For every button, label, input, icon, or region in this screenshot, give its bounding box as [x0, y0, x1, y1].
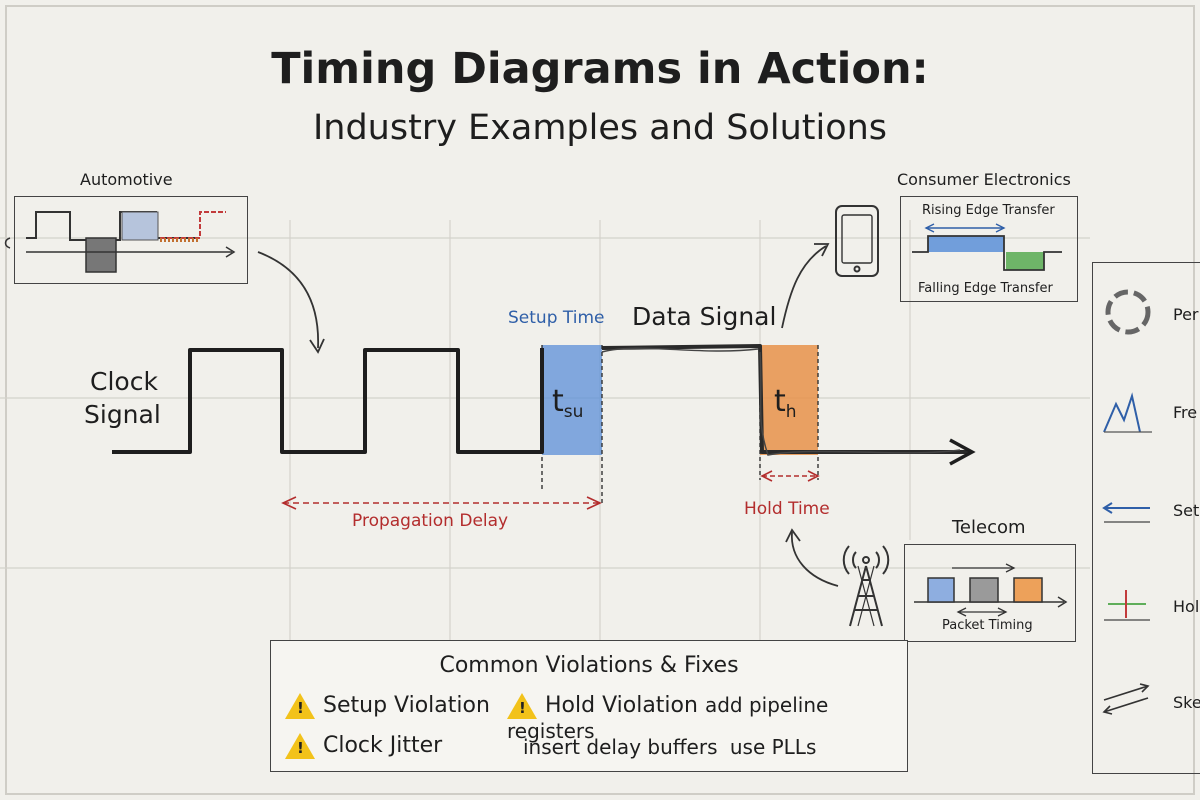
automotive-arrow	[257, 251, 319, 349]
phone-icon	[835, 205, 879, 277]
frequency-icon	[1103, 392, 1141, 433]
skew-legend-icon	[1102, 683, 1150, 715]
setup-time-label: Setup Time	[508, 308, 605, 328]
clock-jitter-item: Clock Jitter	[285, 733, 442, 759]
telecom-panel	[904, 544, 1076, 642]
cell-tower-icon	[842, 545, 890, 627]
setup-violation-text: Setup Violation	[323, 693, 490, 718]
legend-frequency: Fre	[1173, 403, 1198, 422]
clock-waveform	[112, 348, 544, 454]
telecom-label: Telecom	[952, 517, 1026, 538]
consumer-mini-waveform	[912, 223, 1062, 271]
propagation-delay-label: Propagation Delay	[352, 511, 509, 531]
data-signal-label: Data Signal	[632, 302, 777, 331]
setup-time-region	[542, 345, 602, 455]
hold-violation-text: Hold Violation	[545, 693, 698, 718]
warning-icon	[285, 733, 315, 759]
warning-icon	[507, 693, 537, 719]
packet-timing-label: Packet Timing	[942, 618, 1033, 633]
propagation-delay-marker	[281, 496, 602, 510]
legend-period: Per	[1173, 305, 1199, 324]
falling-edge-label: Falling Edge Transfer	[918, 281, 1053, 296]
clock-signal-label-line2: Signal	[84, 400, 161, 429]
hold-time-marker	[760, 470, 820, 482]
clock-jitter-text: Clock Jitter	[323, 733, 443, 758]
background-grid	[0, 220, 1090, 640]
tsu-symbol: tsu	[552, 384, 583, 422]
th-main: t	[774, 384, 786, 419]
th-symbol: th	[774, 384, 797, 422]
legend-panel: Per Fre Set Hol Ske	[1092, 262, 1200, 774]
automotive-panel	[14, 196, 248, 284]
consumer-electronics-label: Consumer Electronics	[897, 170, 1071, 189]
legend-skew: Ske	[1173, 693, 1200, 712]
violations-title: Common Violations & Fixes	[439, 653, 739, 678]
rising-edge-label: Rising Edge Transfer	[922, 203, 1055, 218]
hold-violation-item: Hold Violation add pipeline registers	[507, 693, 907, 744]
page-subtitle: Industry Examples and Solutions	[312, 108, 888, 148]
tsu-subscript: su	[563, 402, 584, 422]
legend-hold: Hol	[1173, 597, 1200, 616]
violations-panel: Common Violations & Fixes Setup Violatio…	[270, 640, 908, 772]
telecom-mini-packets	[914, 563, 1068, 617]
legend-setup: Set	[1173, 501, 1200, 520]
hold-time-region	[760, 345, 818, 455]
fix-pipeline-text: add pipeline registers	[507, 693, 829, 743]
fixes-row: insert delay buffers use PLLs	[523, 735, 816, 759]
fix-pll-text: use PLLs	[729, 735, 817, 759]
data-arrowhead	[949, 438, 976, 466]
page-title: Timing Diagrams in Action:	[271, 44, 929, 94]
consumer-electronics-panel	[900, 196, 1078, 302]
setup-legend-icon	[1102, 502, 1150, 523]
warning-icon	[285, 693, 315, 719]
hold-legend-icon	[1104, 590, 1150, 621]
clock-signal-label-line1: Clock	[90, 367, 158, 396]
fix-delay-text: insert delay buffers	[523, 735, 718, 759]
hold-time-label: Hold Time	[744, 499, 830, 519]
automotive-mini-waveform	[4, 211, 236, 273]
th-subscript: h	[785, 402, 797, 422]
telecom-arrow	[791, 531, 839, 587]
automotive-label: Automotive	[80, 170, 173, 189]
period-icon	[1105, 289, 1151, 335]
consumer-arrow	[781, 245, 827, 329]
tsu-main: t	[552, 384, 564, 419]
setup-violation-item: Setup Violation	[285, 693, 490, 719]
